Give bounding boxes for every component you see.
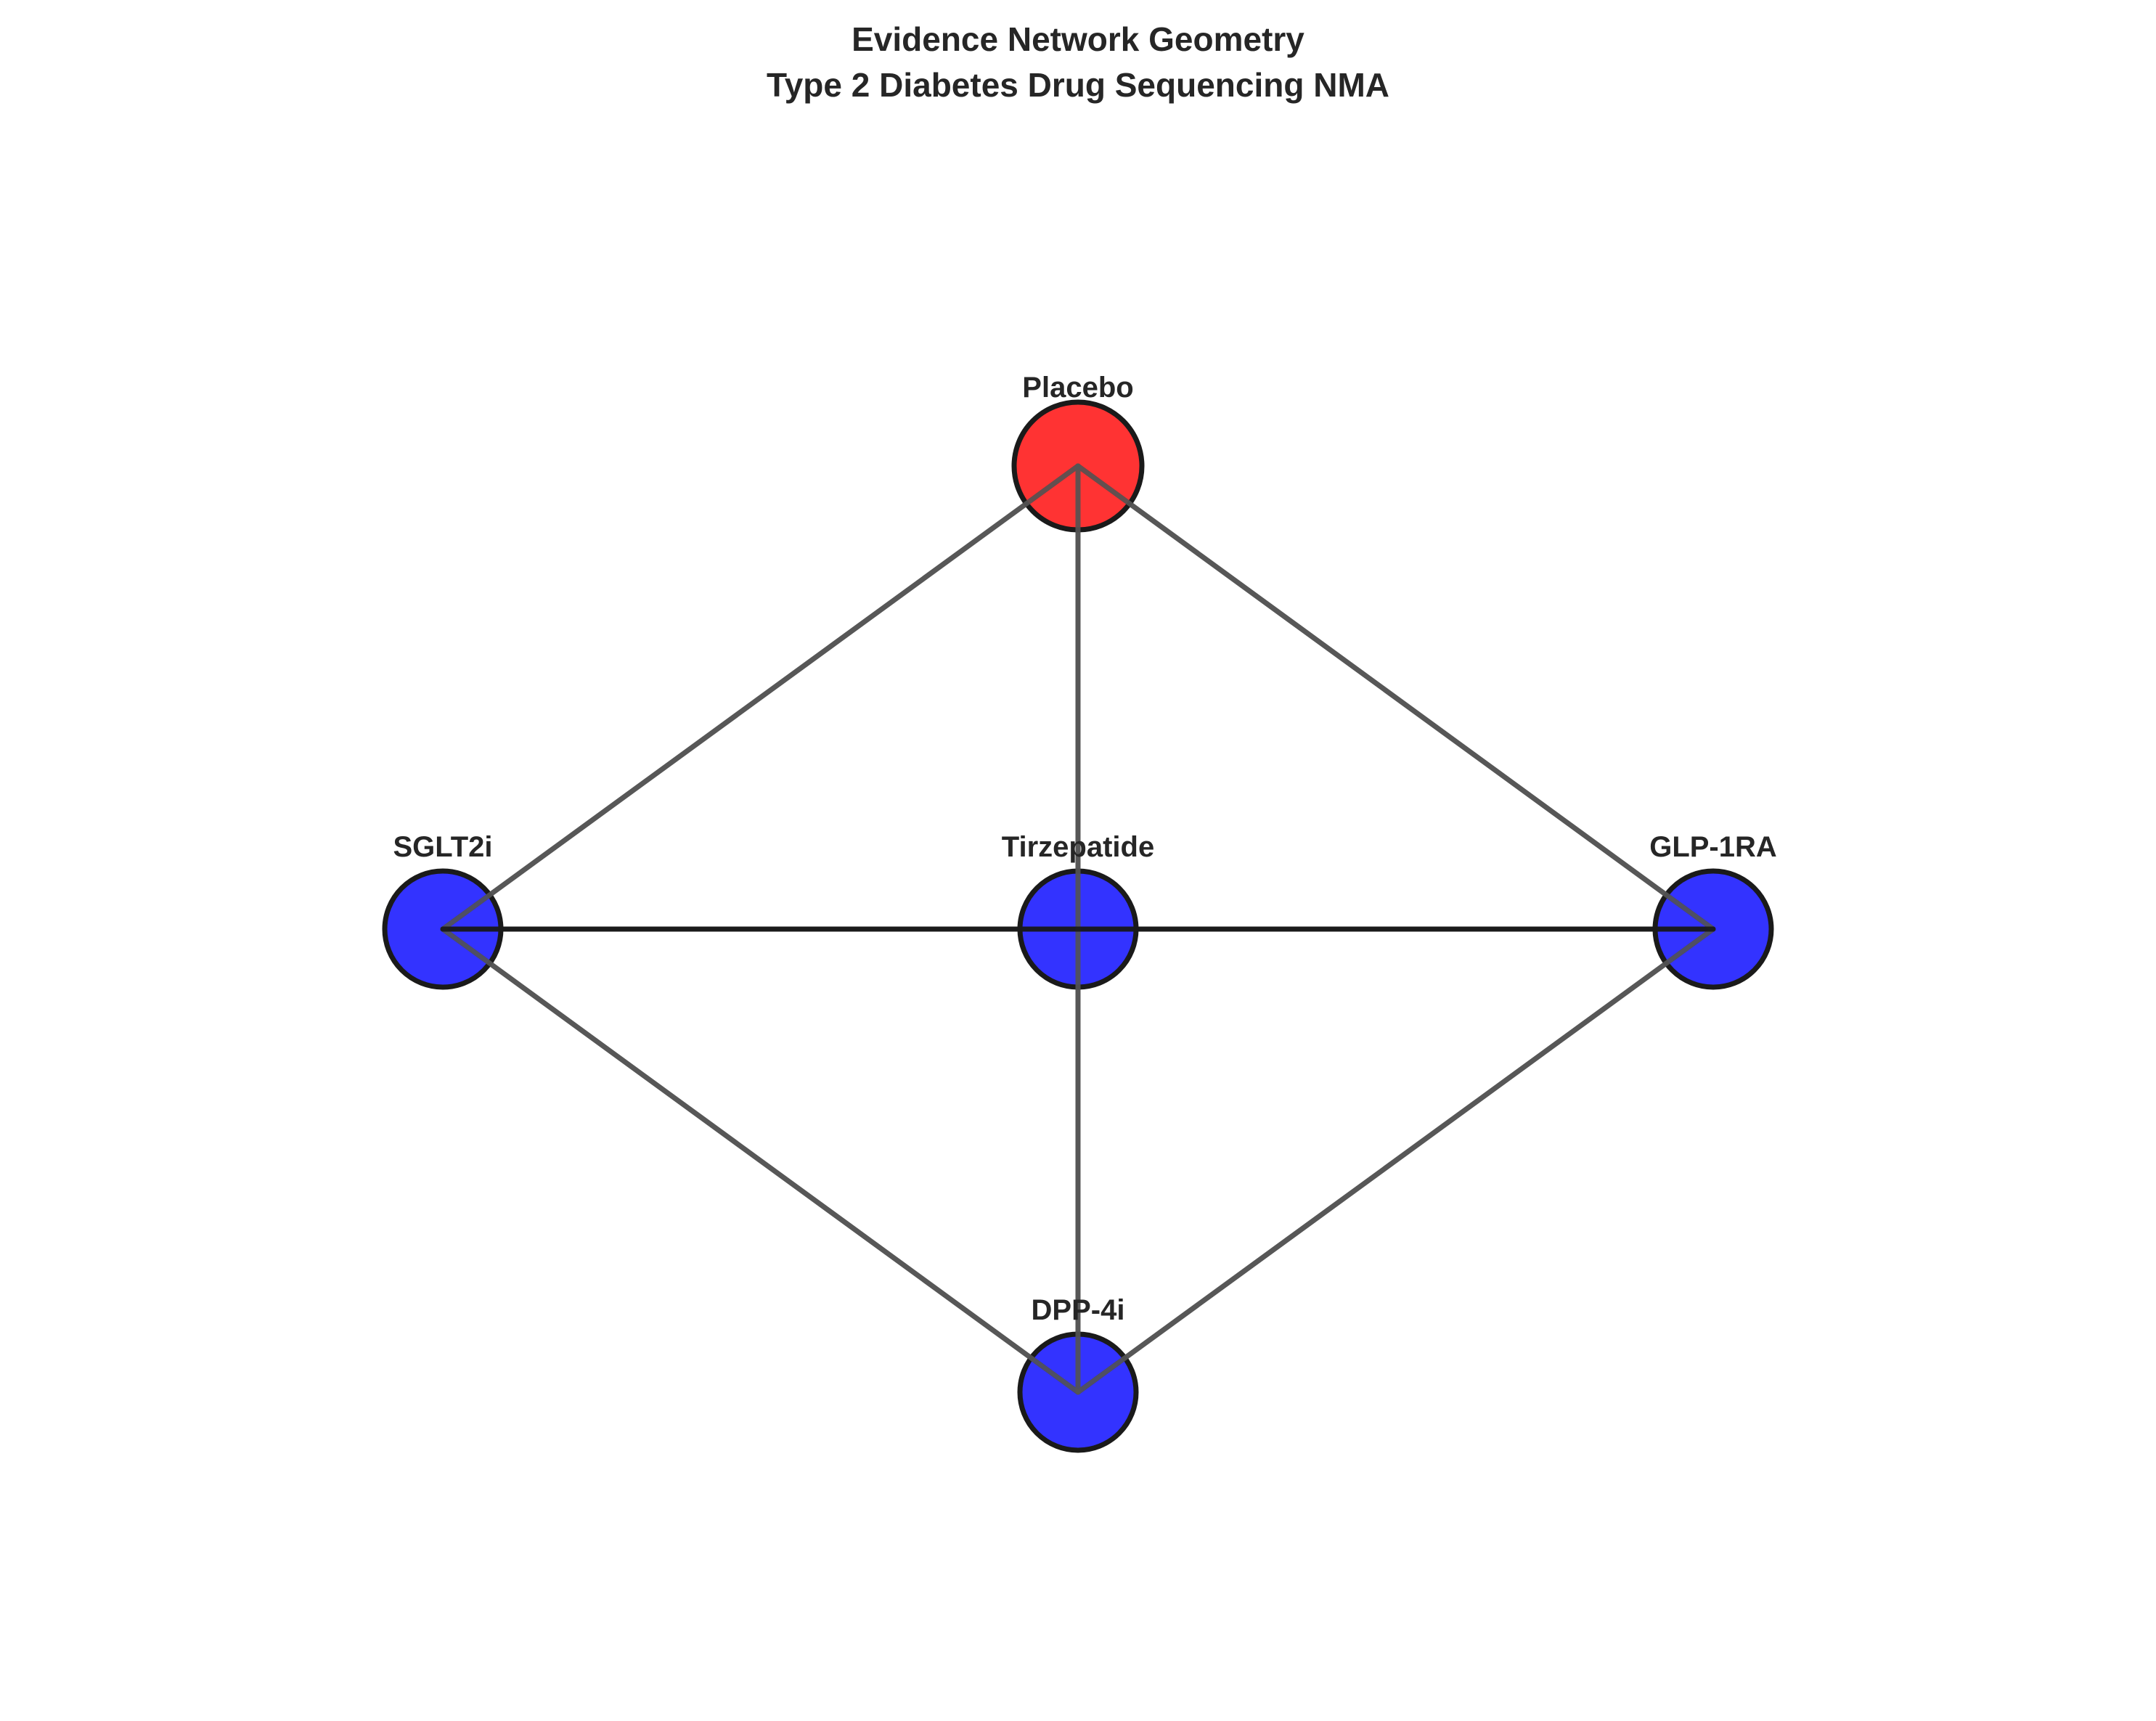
edges-overlay-layer [440,463,1716,1395]
edge-overlay-glp1ra-dpp4i [1075,926,1716,1395]
node-label-placebo: Placebo [1022,372,1133,404]
edge-overlay-placebo-sglt2i [440,463,1081,932]
diagram-title-line-2: Type 2 Diabetes Drug Sequencing NMA [767,66,1389,104]
edge-overlay-placebo-glp1ra [1075,463,1716,932]
node-label-dpp4i: DPP-4i [1032,1294,1125,1326]
node-label-glp1ra: GLP-1RA [1649,831,1777,863]
edge-overlay-sglt2i-dpp4i [440,926,1081,1395]
node-label-sglt2i: SGLT2i [393,831,492,863]
diagram-title-line-1: Evidence Network Geometry [852,20,1304,58]
node-label-tirzepatide: Tirzepatide [1002,831,1154,863]
